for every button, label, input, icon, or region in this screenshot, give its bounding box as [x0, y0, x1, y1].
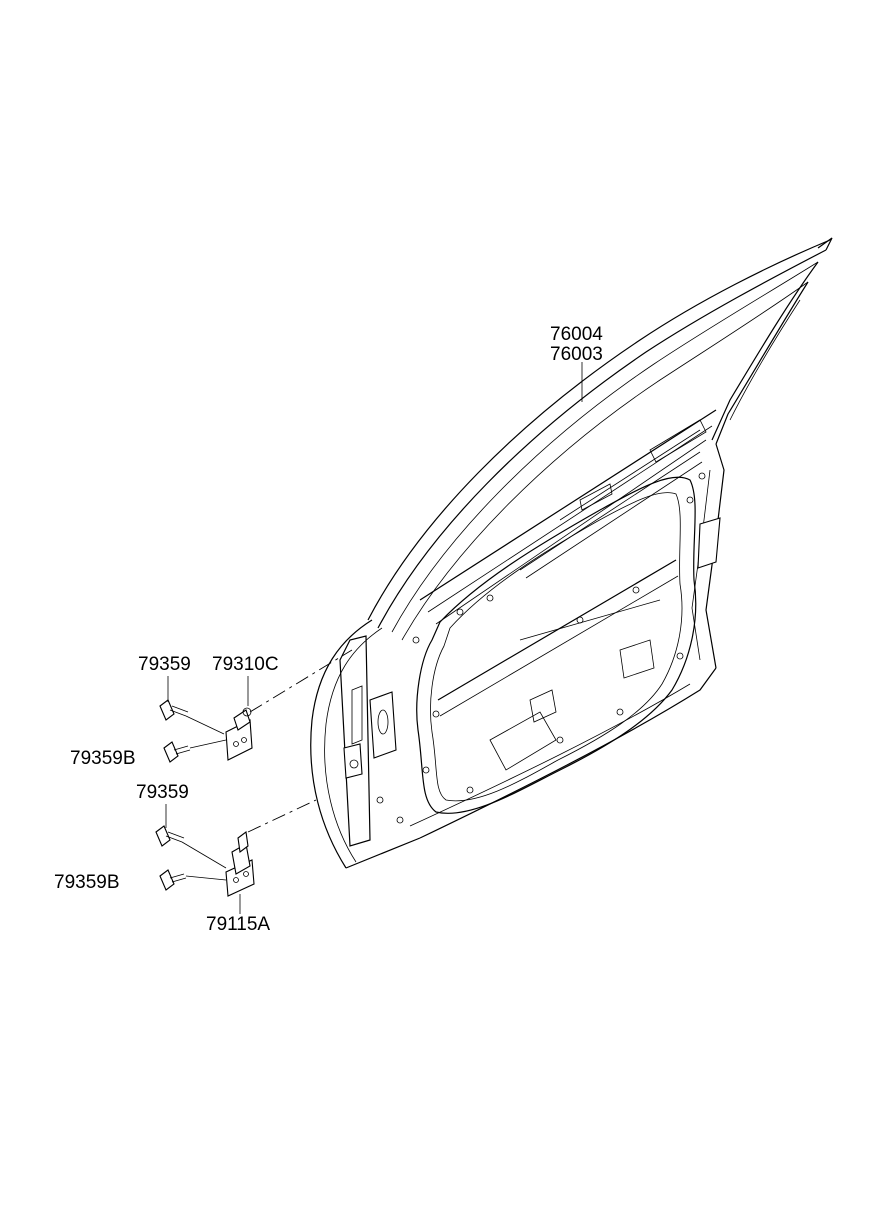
label-79310c: 79310C: [212, 654, 279, 675]
label-76003: 76003: [550, 344, 603, 365]
upper-hinge-assembly: [159, 649, 353, 763]
panel-holes: [376, 472, 706, 824]
label-79359b-lower: 79359B: [54, 872, 120, 893]
label-79359-upper: 79359: [138, 654, 191, 675]
label-79115a: 79115A: [206, 914, 270, 935]
front-door-panel: [310, 237, 833, 869]
label-79359b-upper: 79359B: [70, 748, 136, 769]
label-76004: 76004: [550, 324, 603, 345]
label-79359-lower: 79359: [136, 782, 189, 803]
lower-hinge-assembly: [155, 799, 317, 914]
